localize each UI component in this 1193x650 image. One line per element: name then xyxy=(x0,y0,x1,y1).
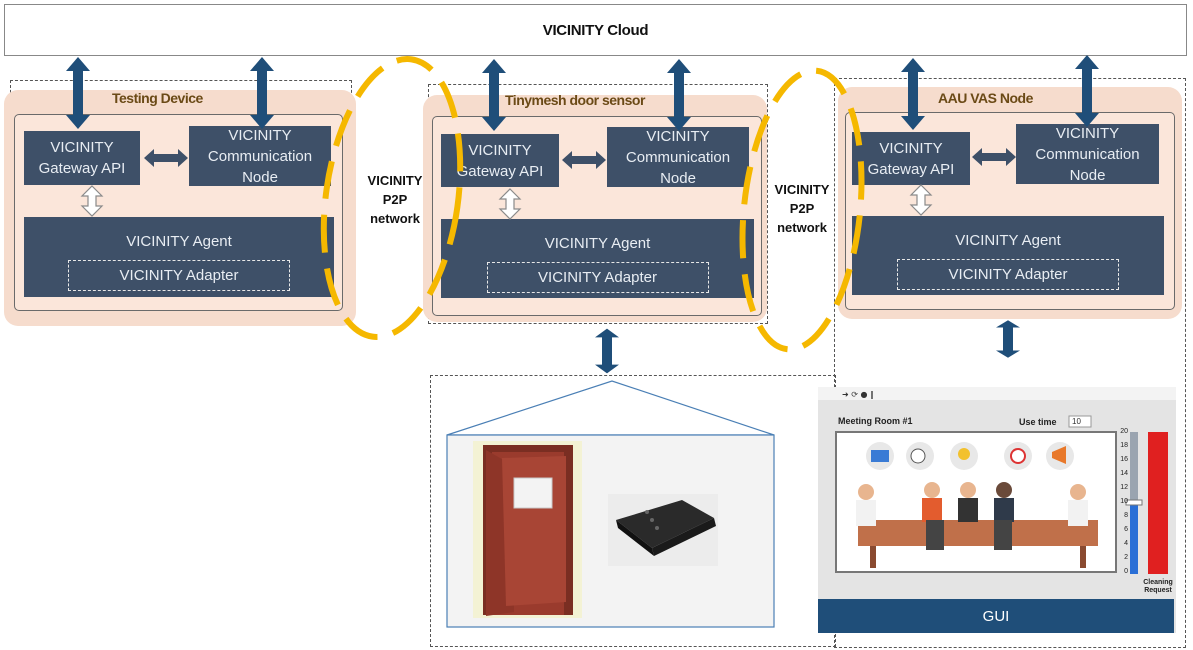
cloud-link-arrow xyxy=(66,57,90,129)
scale-tick: 16 xyxy=(1120,456,1128,463)
scale-tick: 6 xyxy=(1124,526,1128,533)
house-illustration xyxy=(446,380,775,628)
cleaning-request-label: Cleaning Request xyxy=(1143,579,1173,594)
gui-label-bar: GUI xyxy=(818,599,1174,633)
gui-screen: ➜ ⟳ ● ‖ xyxy=(818,387,1176,633)
scale-tick: 20 xyxy=(1120,428,1128,435)
cloud-link-arrow xyxy=(667,59,691,131)
gateway-comm-arrow xyxy=(562,151,606,169)
vicinity-cloud: VICINITY Cloud xyxy=(4,4,1187,56)
aau-vas-title: AAU VAS Node xyxy=(938,90,1033,106)
p2p-ring xyxy=(320,56,464,340)
cloud-link-arrow xyxy=(901,58,925,130)
gui-link-arrow xyxy=(996,320,1020,358)
gateway-agent-arrow xyxy=(499,188,521,220)
adapter-box: VICINITY Adapter xyxy=(68,260,290,291)
tinymesh-title: Tinymesh door sensor xyxy=(505,92,645,108)
cloud-label: VICINITY Cloud xyxy=(542,21,649,39)
agent-box: VICINITY Agent VICINITY Adapter xyxy=(24,217,334,297)
use-time-value: 10 xyxy=(1072,417,1081,426)
gateway-api-box: VICINITY Gateway API xyxy=(852,132,970,185)
aau-frame xyxy=(834,78,1186,648)
device-link-arrow xyxy=(595,328,619,374)
agent-box: VICINITY Agent VICINITY Adapter xyxy=(441,219,754,298)
scale-tick: 12 xyxy=(1120,484,1128,491)
gateway-api-box: VICINITY Gateway API xyxy=(24,131,140,185)
cloud-link-arrow xyxy=(482,59,506,131)
cloud-link-arrow xyxy=(1075,55,1099,127)
adapter-box: VICINITY Adapter xyxy=(486,262,709,293)
communication-node-box: VICINITY Communication Node xyxy=(607,127,749,187)
scale-tick: 18 xyxy=(1120,442,1128,449)
door-sensor-device xyxy=(608,494,718,566)
communication-node-box: VICINITY Communication Node xyxy=(1016,124,1159,184)
adapter-box: VICINITY Adapter xyxy=(897,259,1119,290)
testing-device-title: Testing Device xyxy=(112,90,203,106)
gateway-comm-arrow xyxy=(144,149,188,167)
communication-node-box: VICINITY Communication Node xyxy=(189,126,331,186)
gateway-agent-arrow xyxy=(81,185,103,217)
p2p-network-label: VICINITY P2P network xyxy=(774,182,830,235)
scale-tick: 4 xyxy=(1124,540,1128,547)
p2p-ring xyxy=(739,67,865,353)
room-title: Meeting Room #1 xyxy=(838,416,913,426)
scale-tick: 8 xyxy=(1124,512,1128,519)
use-time-label: Use time xyxy=(1019,417,1057,427)
cloud-link-arrow xyxy=(250,57,274,129)
gateway-comm-arrow xyxy=(972,148,1016,166)
p2p-network-label: VICINITY P2P network xyxy=(367,173,423,226)
scale-tick: 14 xyxy=(1120,470,1128,477)
gateway-agent-arrow xyxy=(910,184,932,216)
scale-tick: 2 xyxy=(1124,554,1128,561)
svg-text:➜ ⟳ ● ‖: ➜ ⟳ ● ‖ xyxy=(842,390,874,399)
scale-tick: 10 xyxy=(1120,498,1128,505)
agent-box: VICINITY Agent VICINITY Adapter xyxy=(852,216,1164,295)
scale-tick: 0 xyxy=(1124,568,1128,575)
